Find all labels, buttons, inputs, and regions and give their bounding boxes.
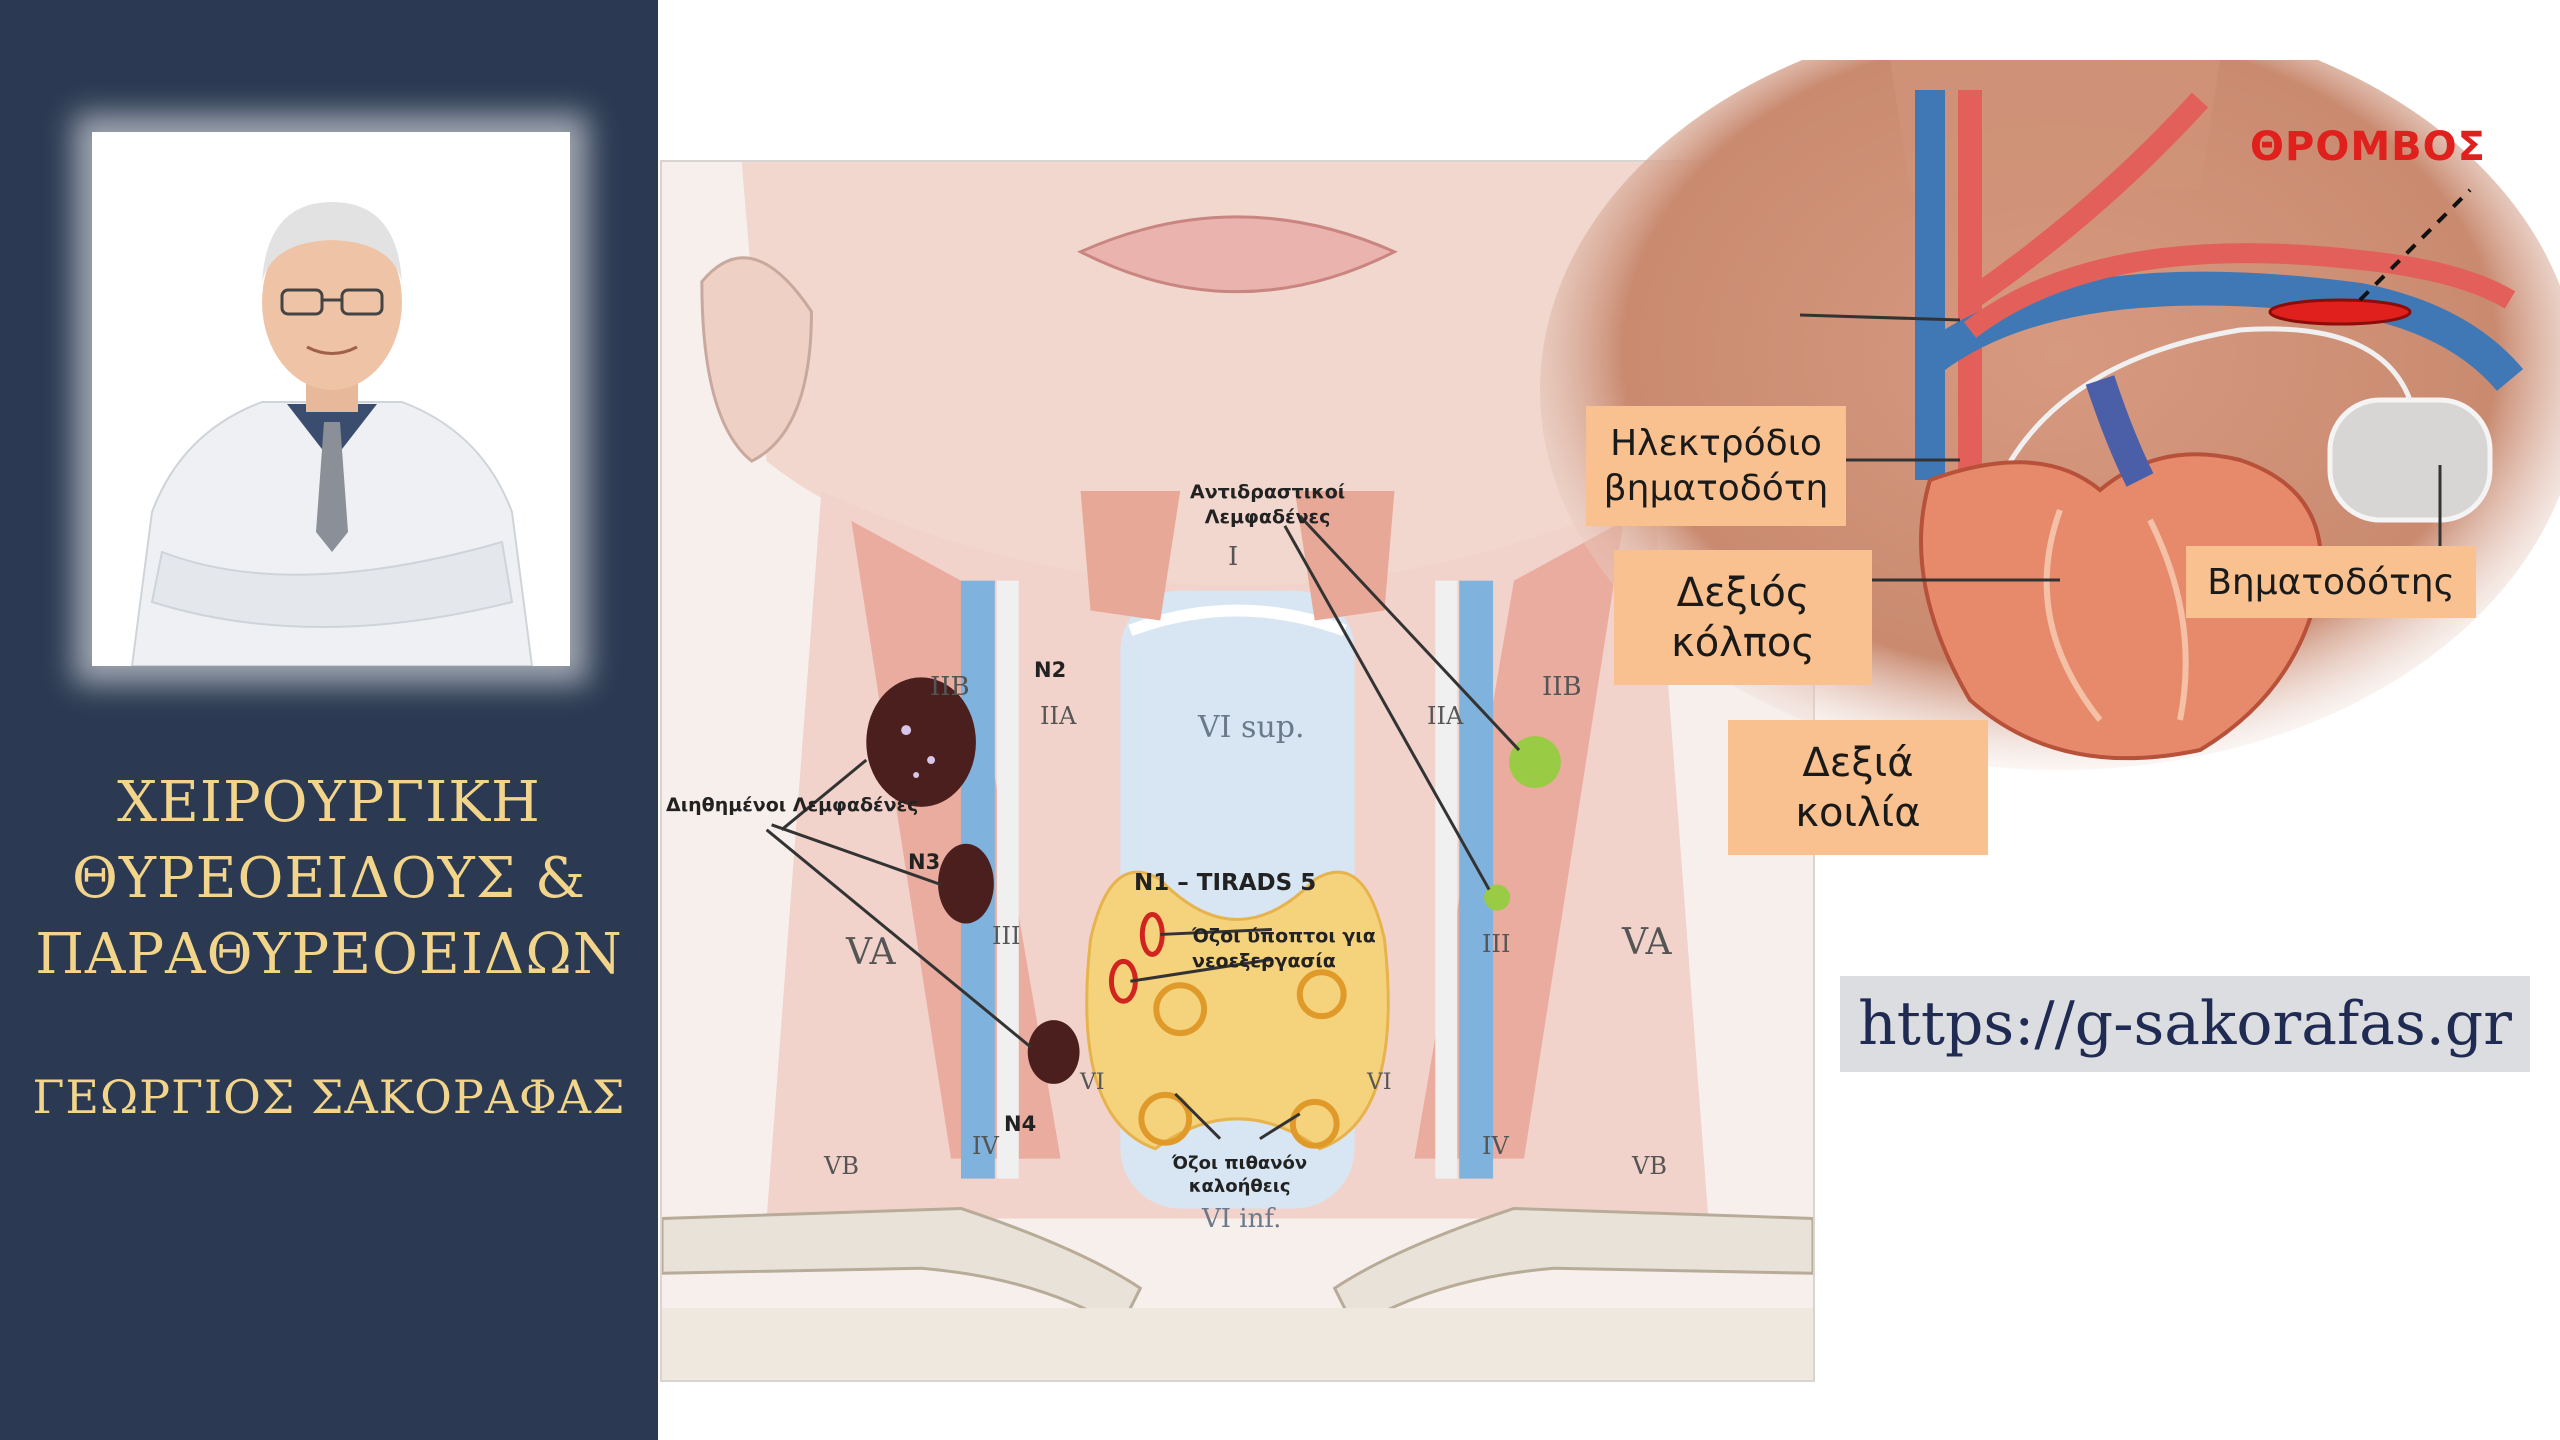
zone-vi-left-label: VI xyxy=(1080,1070,1105,1095)
n4-label: N4 xyxy=(1004,1112,1037,1136)
thrombus-label: ΘΡΟΜΒΟΣ xyxy=(2250,124,2486,170)
zone-iii-right-label: III xyxy=(1482,930,1511,958)
zone-iii-left-label: III xyxy=(992,922,1021,950)
pacemaker-thrombus-illustration: ΘΡΟΜΒΟΣ Ηλεκτρόδιο βηματοδότη Δεξιός κόλ… xyxy=(1500,60,2560,860)
title-line-2: ΘΥΡΕΟΕΙΔΟΥΣ & xyxy=(72,846,586,911)
zone-vi-inf-label: VI inf. xyxy=(1202,1204,1282,1234)
zone-iv-right-label: IV xyxy=(1482,1132,1509,1160)
pacemaker-lead-callout: Ηλεκτρόδιο βηματοδότη xyxy=(1586,406,1846,526)
website-url-link[interactable]: https://g-sakorafas.gr xyxy=(1858,989,2512,1059)
zone-vi-sup-label: VI sup. xyxy=(1198,710,1305,745)
neck-anatomy-drawing xyxy=(662,162,1813,1380)
title-line-3: ΠΑΡΑΘΥΡΕΟΕΙΔΩΝ xyxy=(35,922,623,987)
zone-iib-right-label: IIB xyxy=(1542,672,1582,702)
portrait-illustration xyxy=(92,132,570,666)
zone-vi-right-label: VI xyxy=(1367,1070,1392,1095)
pacemaker-callout: Βηματοδότης xyxy=(2186,546,2476,618)
author-portrait xyxy=(92,132,570,666)
website-url-banner[interactable]: https://g-sakorafas.gr xyxy=(1840,976,2530,1072)
zone-iv-left-label: IV xyxy=(972,1132,999,1160)
zone-va-right-label: VA xyxy=(1622,922,1672,963)
zone-vb-left-label: VB xyxy=(824,1152,859,1180)
suspicious-nodules-label: Όζοι ύποπτοι για νεοεξεργασία xyxy=(1192,925,1376,972)
zone-iia-right-label: IIA xyxy=(1427,702,1464,730)
infiltrated-nodes-label: Διηθημένοι Λεμφαδένες xyxy=(666,794,919,816)
left-title-panel: ΧΕΙΡΟΥΡΓΙΚΗ ΘΥΡΕΟΕΙΔΟΥΣ & ΠΑΡΑΘΥΡΕΟΕΙΔΩΝ… xyxy=(0,0,658,1440)
n2-label: N2 xyxy=(1034,658,1067,682)
zone-i-label: I xyxy=(1228,542,1239,572)
title-line-1: ΧΕΙΡΟΥΡΓΙΚΗ xyxy=(117,770,541,835)
zone-iia-left-label: IIA xyxy=(1040,702,1077,730)
author-name: ΓΕΩΡΓΙΟΣ ΣΑΚΟΡΑΦΑΣ xyxy=(32,1070,626,1124)
n3-label: N3 xyxy=(908,850,941,874)
benign-nodules-label: Όζοι πιθανόν καλοήθεις xyxy=(1172,1153,1308,1198)
reactive-nodes-label: Αντιδραστικοί Λεμφαδένες xyxy=(1190,481,1346,528)
zone-iib-left-label: IIB xyxy=(930,672,970,702)
n1-tirads-label: N1 – TIRADS 5 xyxy=(1134,870,1317,896)
zone-va-left-label: VA xyxy=(846,932,896,973)
zone-vb-right-label: VB xyxy=(1632,1152,1667,1180)
right-ventricle-callout: Δεξιά κοιλία xyxy=(1728,720,1988,855)
right-atrium-callout: Δεξιός κόλπος xyxy=(1614,550,1872,685)
